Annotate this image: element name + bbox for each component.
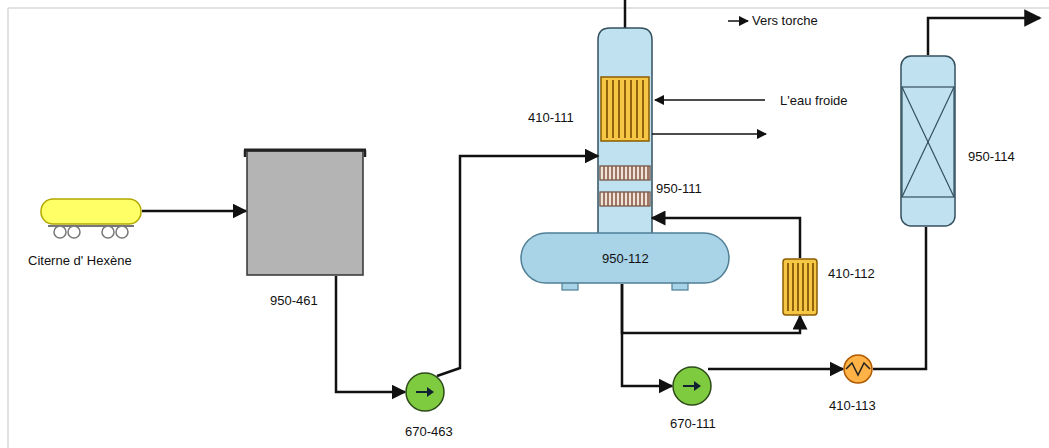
process-line bbox=[622, 284, 800, 333]
pump-symbol: 670-111 bbox=[672, 366, 712, 406]
equipment-tag: 410-111 bbox=[528, 110, 574, 125]
equipment-tag: 950-461 bbox=[270, 293, 318, 308]
flare-arrow bbox=[728, 20, 748, 22]
tank-car-outline bbox=[40, 198, 142, 240]
equipment-tag: 410-112 bbox=[828, 266, 875, 281]
pump-symbol-outline bbox=[672, 366, 712, 406]
outlet-line bbox=[928, 18, 1040, 55]
packed-column: 950-114 bbox=[900, 55, 956, 227]
equipment-tag: 950-112 bbox=[602, 251, 649, 266]
vent-line bbox=[624, 0, 627, 30]
water-out-arrow bbox=[652, 133, 766, 135]
condenser-outline bbox=[598, 76, 652, 142]
equipment-tag: 670-111 bbox=[670, 416, 716, 431]
process-line bbox=[708, 368, 843, 371]
horizontal-drum: 950-112 bbox=[520, 232, 730, 284]
tank-car: Citerne d' Hexène bbox=[40, 198, 142, 240]
column-shell bbox=[598, 28, 652, 238]
destination-note: Vers torche bbox=[752, 13, 818, 28]
equipment-tag: 410-113 bbox=[829, 398, 876, 413]
condenser: 410-111 bbox=[598, 76, 652, 142]
pump-symbol-outline bbox=[405, 372, 445, 412]
packed-column-outline bbox=[900, 55, 956, 227]
storage-tank: 950-461 bbox=[246, 148, 364, 276]
frame-line bbox=[7, 8, 9, 448]
heater-symbol: 410-113 bbox=[843, 354, 873, 384]
packing-section: 950-111 bbox=[598, 148, 652, 228]
equipment-tag: 670-463 bbox=[405, 424, 453, 439]
process-line bbox=[873, 227, 926, 369]
process-line bbox=[336, 276, 405, 392]
packing-section-outline bbox=[598, 148, 652, 228]
water-in-arrow bbox=[655, 99, 765, 101]
equipment-tag: Citerne d' Hexène bbox=[28, 253, 132, 268]
process-line bbox=[622, 284, 672, 386]
heat-exchanger: 410-112 bbox=[782, 258, 818, 316]
pump-symbol: 670-463 bbox=[405, 372, 445, 412]
equipment-tag: 950-114 bbox=[968, 149, 1015, 164]
utility-label: L'eau froide bbox=[780, 93, 848, 108]
storage-tank-outline bbox=[246, 148, 364, 276]
heat-exchanger-outline bbox=[782, 258, 818, 316]
equipment-tag: 950-111 bbox=[656, 181, 702, 196]
heater-symbol-outline bbox=[843, 354, 873, 384]
frame-line bbox=[8, 7, 1049, 9]
process-line bbox=[142, 210, 246, 213]
